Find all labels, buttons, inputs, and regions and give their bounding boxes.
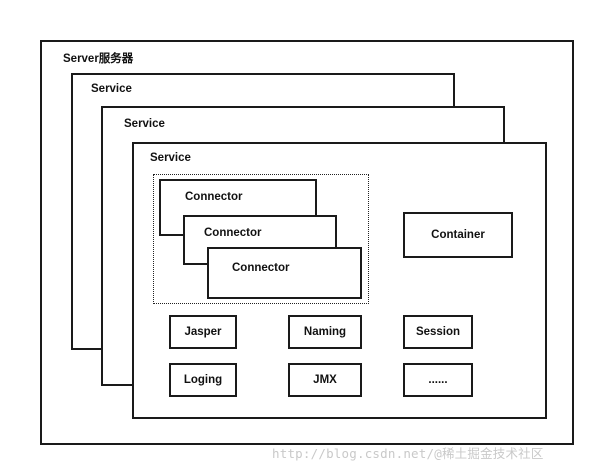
component-label-more: ...... — [428, 374, 448, 386]
connector-label-1: Connector — [185, 191, 243, 203]
component-box-jmx: JMX — [288, 363, 362, 397]
connector-label-3: Connector — [232, 262, 290, 274]
component-box-more: ...... — [403, 363, 473, 397]
service-label-3: Service — [150, 152, 191, 164]
container-box: Container — [403, 212, 513, 258]
component-box-session: Session — [403, 315, 473, 349]
component-label-jasper: Jasper — [184, 326, 222, 338]
watermark: http://blog.csdn.net/@稀土掘金技术社区 — [272, 446, 544, 461]
component-label-loging: Loging — [183, 374, 223, 386]
service-label-2: Service — [124, 118, 165, 130]
connector-label-2: Connector — [204, 227, 262, 239]
component-label-session: Session — [415, 326, 461, 338]
component-label-jmx: JMX — [313, 374, 337, 386]
connector-group — [153, 174, 369, 304]
component-box-jasper: Jasper — [169, 315, 237, 349]
connector-box-3: Connector — [207, 247, 362, 299]
component-box-loging: Loging — [169, 363, 237, 397]
server-label: Server服务器 — [63, 53, 134, 65]
service-label-1: Service — [91, 83, 132, 95]
container-label: Container — [431, 229, 485, 241]
component-box-naming: Naming — [288, 315, 362, 349]
component-label-naming: Naming — [303, 326, 347, 338]
